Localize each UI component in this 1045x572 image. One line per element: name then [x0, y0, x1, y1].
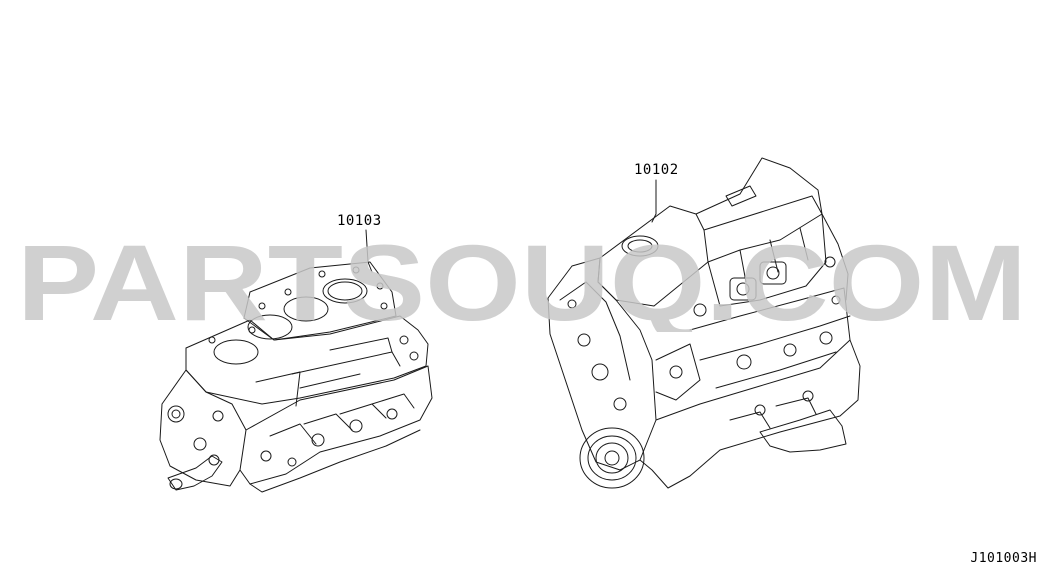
short-block-engine-drawing: [159, 229, 433, 493]
short-block-part-number[interactable]: 10103: [337, 213, 382, 229]
long-block-engine-drawing: [547, 157, 861, 489]
long-block-part-number[interactable]: 10102: [634, 162, 679, 178]
diagram-code: J101003H: [970, 551, 1037, 566]
